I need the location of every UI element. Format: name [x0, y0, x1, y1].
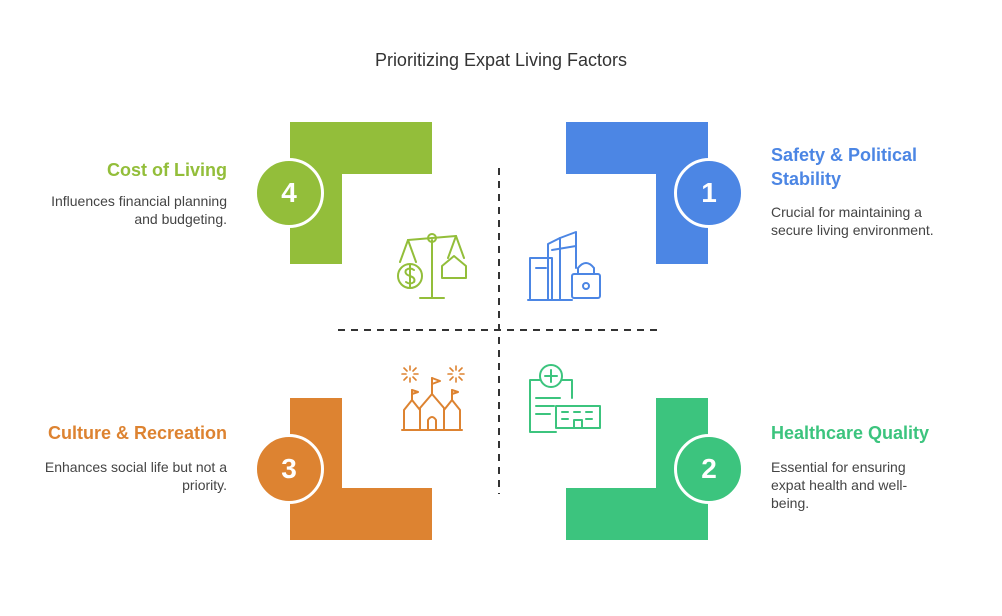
cost-description: Influences financial planning and budget…: [51, 193, 227, 227]
scale-money-house-icon: [397, 233, 467, 299]
safety-description: Crucial for maintaining a secure living …: [771, 204, 934, 238]
safety-heading: Safety & Political Stability: [771, 145, 918, 189]
healthcare-text-block: Healthcare Quality Essential for ensurin…: [771, 421, 941, 512]
hospital-clipboard-icon: [529, 364, 601, 433]
healthcare-heading: Healthcare Quality: [771, 423, 930, 443]
cost-text-block: Cost of Living Influences financial plan…: [40, 158, 227, 228]
healthcare-l-shape: [566, 398, 708, 540]
culture-l-shape: [290, 398, 432, 540]
culture-heading: Culture & Recreation: [47, 423, 227, 443]
safety-number-badge: 1: [674, 158, 744, 228]
safety-text-block: Safety & Political Stability Crucial for…: [771, 143, 961, 239]
buildings-lock-icon: [527, 231, 601, 301]
culture-number-badge: 3: [254, 434, 324, 504]
healthcare-description: Essential for ensuring expat health and …: [771, 459, 908, 511]
culture-description: Enhances social life but not a priority.: [44, 459, 227, 493]
healthcare-number-badge: 2: [674, 434, 744, 504]
cost-l-shape: [290, 122, 432, 264]
safety-l-shape: [566, 122, 708, 264]
diagram-title: Prioritizing Expat Living Factors: [374, 50, 628, 70]
cost-number-badge: 4: [254, 158, 324, 228]
culture-text-block: Culture & Recreation Enhances social lif…: [40, 421, 227, 494]
cost-heading: Cost of Living: [107, 160, 227, 180]
castle-fireworks-icon: [401, 365, 465, 431]
